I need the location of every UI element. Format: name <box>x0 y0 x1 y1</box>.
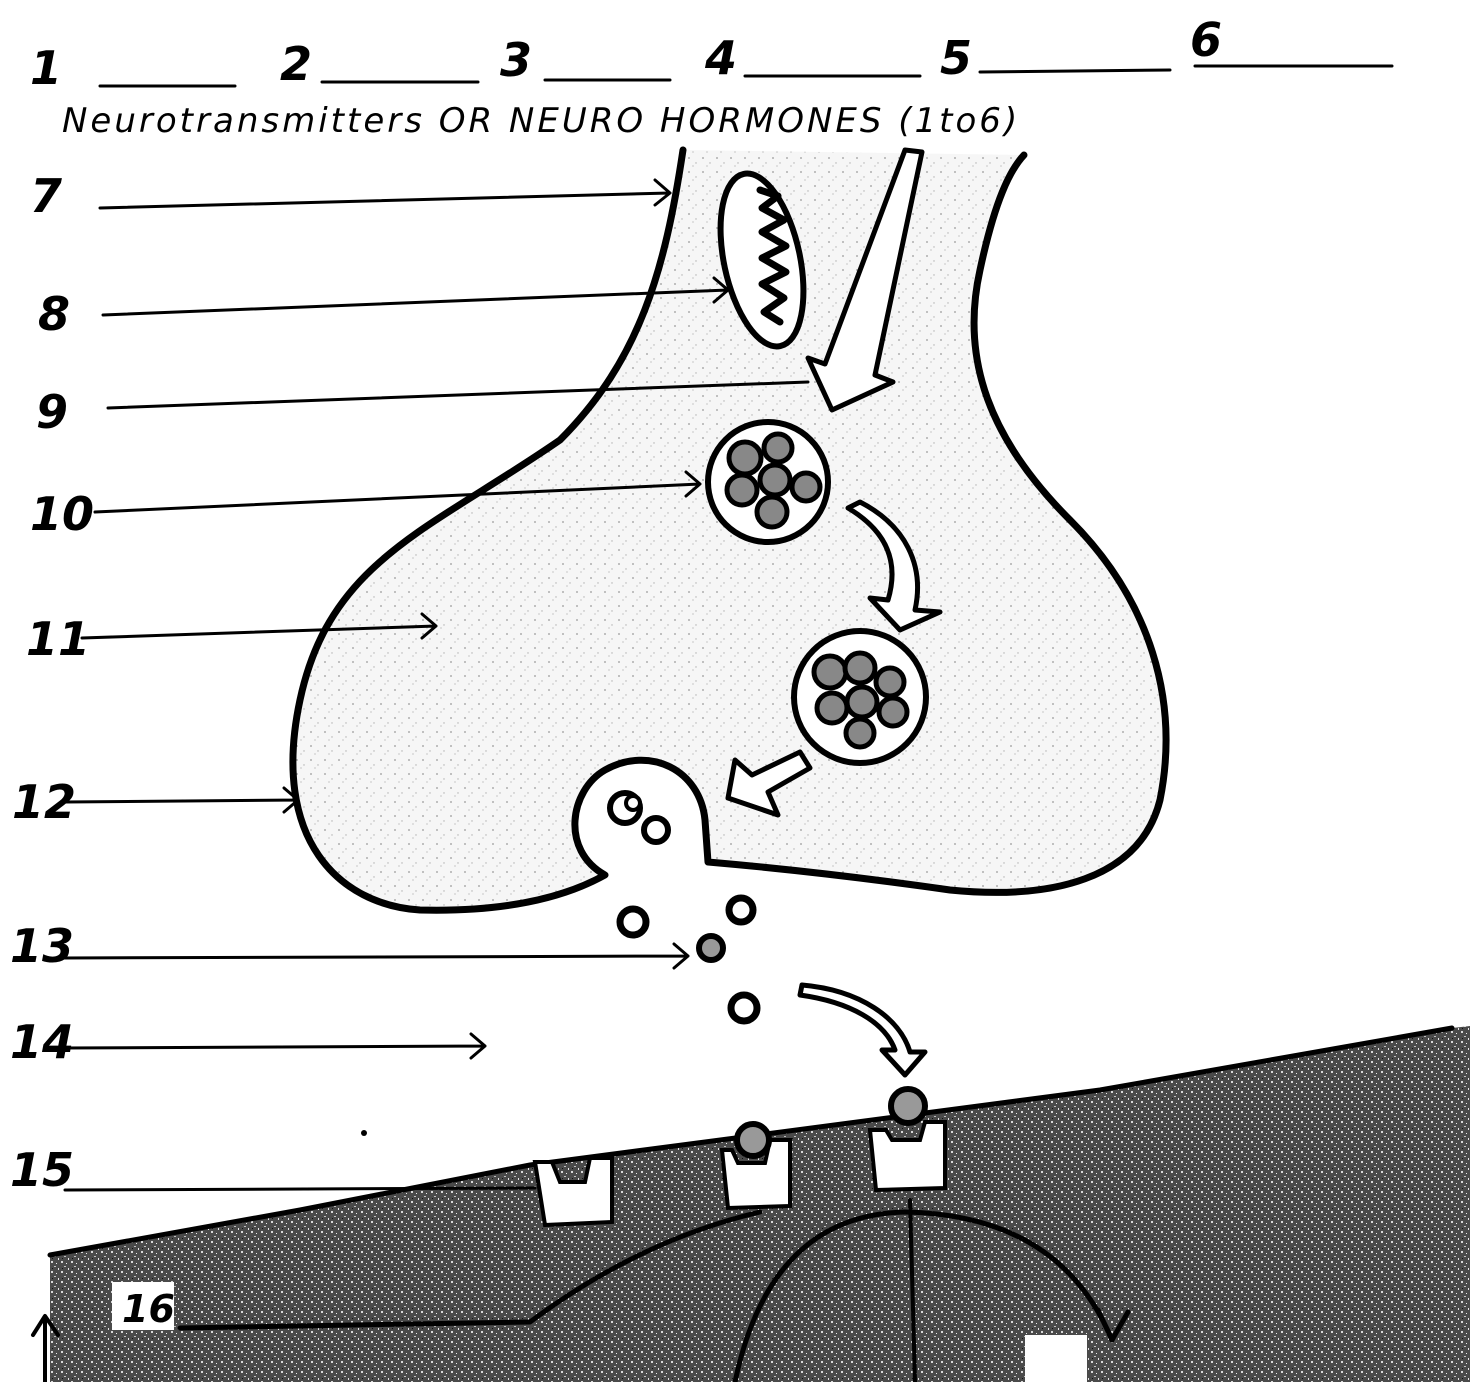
blank-number: 4 <box>704 31 737 85</box>
label-16[interactable]: 16 <box>112 1282 175 1331</box>
blank-line <box>980 70 1170 72</box>
label-number: 10 <box>30 487 94 541</box>
label-13[interactable]: 13 <box>10 919 688 973</box>
blank-5[interactable]: 5 <box>940 31 1170 85</box>
label-7[interactable]: 7 <box>30 169 670 223</box>
blank-2[interactable]: 2 <box>280 37 478 91</box>
label-number: 8 <box>38 287 70 341</box>
blank-number: 6 <box>1190 13 1222 67</box>
blank-3[interactable]: 3 <box>500 33 670 87</box>
blank-number: 2 <box>280 37 312 91</box>
blank-number: 3 <box>500 33 532 87</box>
released-neurotransmitters <box>361 898 925 1156</box>
leader-line <box>65 1188 535 1190</box>
label-12[interactable]: 12 <box>12 775 298 829</box>
label-number: 9 <box>36 385 68 439</box>
label-14[interactable]: 14 <box>10 1015 485 1069</box>
label-number: 14 <box>10 1015 74 1069</box>
leader-arrow <box>62 944 688 968</box>
label-number: 13 <box>10 919 74 973</box>
label-number: 7 <box>30 169 62 223</box>
blank-number: 1 <box>30 41 62 95</box>
label-number: 16 <box>122 1287 175 1331</box>
leader-arrow <box>62 1034 485 1058</box>
label-15[interactable]: 15 <box>10 1143 535 1197</box>
blank-4[interactable]: 4 <box>704 31 920 85</box>
synaptic-vesicle <box>794 631 926 763</box>
label-number: 11 <box>26 612 90 666</box>
binding-arrow-icon <box>800 985 925 1075</box>
presynaptic-terminal <box>293 150 1166 910</box>
blank-number: 5 <box>940 31 972 85</box>
caption: Neurotransmitters OR NEURO HORMONES (1to… <box>62 101 1020 141</box>
blank-1[interactable]: 1 <box>30 41 235 95</box>
postsynaptic-cell <box>33 1026 1470 1382</box>
answer-blanks: 1 2 3 4 5 6 <box>30 13 1392 95</box>
leader-arrow <box>100 180 670 208</box>
blank-patch <box>1025 1335 1087 1382</box>
blank-6[interactable]: 6 <box>1190 13 1392 67</box>
fusing-vesicle <box>610 793 668 842</box>
leader-arrow <box>65 788 298 812</box>
synaptic-vesicle <box>708 422 828 542</box>
leader-arrow <box>103 278 728 315</box>
label-8[interactable]: 8 <box>38 278 728 341</box>
